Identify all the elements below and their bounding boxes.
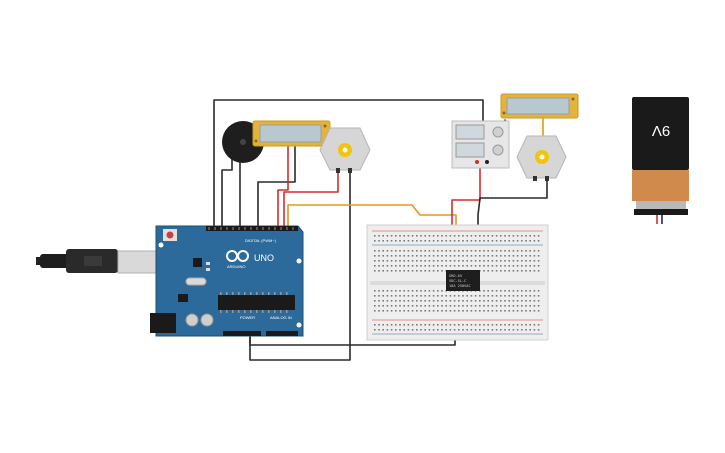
wire-lcd1-black[interactable] xyxy=(257,146,296,228)
breadboard-icon[interactable] xyxy=(366,224,549,341)
relay-line1: SRD-05 xyxy=(449,274,462,278)
arduino-brand: ARDUINO xyxy=(227,264,245,269)
atmega-chip xyxy=(218,295,295,310)
relay-icon[interactable]: SRD-05 VDC-SL-C 10A 250VAC xyxy=(446,270,480,291)
digital-label: DIGITAL (PWM~) xyxy=(245,238,277,243)
arduino-uno-board[interactable]: DIGITAL (PWM~) ARDUINO UNO xyxy=(150,225,304,337)
relay-line2: VDC-SL-C xyxy=(449,279,466,283)
power-label: POWER xyxy=(240,315,255,320)
analog-label: ANALOG IN xyxy=(270,315,292,320)
lcd-display-icon[interactable] xyxy=(252,120,331,147)
power-header[interactable] xyxy=(223,331,261,336)
power-supply-icon[interactable] xyxy=(451,120,510,169)
wire-orange[interactable] xyxy=(287,204,457,253)
dc-motor-icon[interactable] xyxy=(319,127,371,173)
usb-cable-icon xyxy=(36,249,159,274)
battery-label: 9V xyxy=(652,122,670,139)
lcd-display-2-icon[interactable] xyxy=(500,93,579,119)
relay-line3: 10A 250VAC xyxy=(449,284,471,288)
wire-motor1-red[interactable] xyxy=(283,169,339,228)
battery-9v-icon[interactable]: 9V xyxy=(632,97,689,224)
wire-lcd1-red[interactable] xyxy=(277,146,289,228)
wire-motor1-black[interactable] xyxy=(249,169,351,361)
wire-buzzer-b[interactable] xyxy=(221,149,233,228)
arduino-model: UNO xyxy=(254,253,274,263)
analog-header[interactable] xyxy=(266,331,298,336)
power-jack[interactable] xyxy=(150,313,176,333)
arduino-logo-icon xyxy=(226,250,249,262)
dc-motor-2-icon[interactable] xyxy=(516,135,567,181)
breadboard-holes xyxy=(374,235,540,331)
